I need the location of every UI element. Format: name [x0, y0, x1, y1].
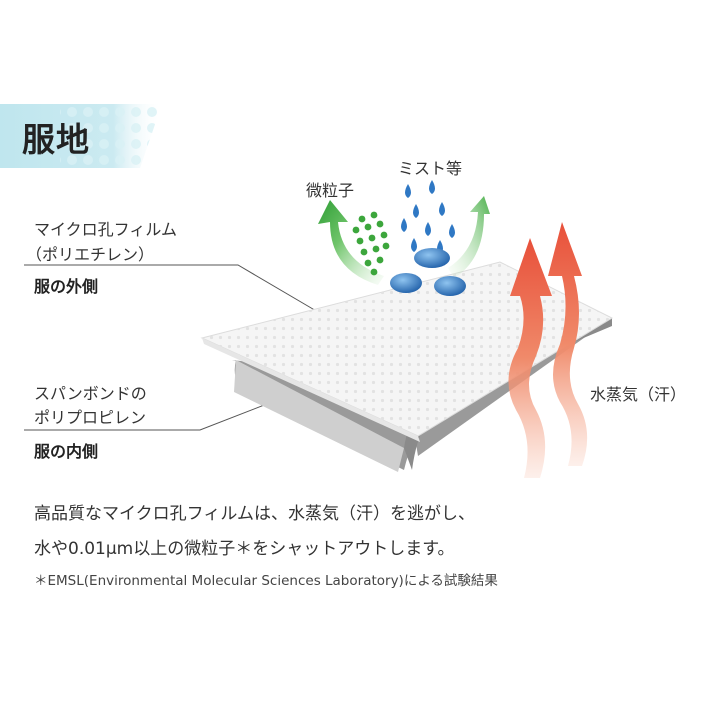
water-blob	[390, 273, 422, 293]
vapor-arrow-left	[508, 238, 552, 478]
fabric-diagram	[24, 180, 614, 478]
inner-side-label: 服の内側	[34, 442, 99, 461]
footnote: ＊EMSL(Environmental Molecular Sciences L…	[34, 573, 498, 589]
particle-arrow-left	[318, 200, 384, 285]
outer-film-label-line2: （ポリエチレン）	[26, 245, 155, 264]
outer-side-label: 服の外側	[34, 277, 99, 296]
inner-material-label-line1: スパンボンドの	[34, 384, 147, 403]
caption-line2: 水や0.01μm以上の微粒子＊をシャットアウトします。	[34, 539, 455, 559]
particles-label: 微粒子	[306, 181, 355, 200]
water-blob	[434, 276, 466, 296]
water-blob	[414, 248, 450, 268]
inner-material-label-line2: ポリプロピレン	[34, 408, 147, 427]
mist-label: ミスト等	[398, 159, 463, 178]
caption-line1: 高品質なマイクロ孔フィルムは、水蒸気（汗）を逃がし、	[34, 504, 475, 524]
vapor-arrow-right	[548, 222, 588, 466]
leader-line-inner	[24, 394, 291, 431]
water-droplets	[401, 180, 455, 254]
page-title: 服地	[22, 120, 90, 159]
leader-line-outer	[24, 264, 319, 313]
outer-film-label-line1: マイクロ孔フィルム	[34, 220, 178, 239]
vapor-label: 水蒸気（汗）	[590, 385, 687, 404]
particle-arrow-right	[448, 196, 490, 278]
title-banner	[0, 104, 162, 168]
green-particles	[352, 211, 390, 276]
